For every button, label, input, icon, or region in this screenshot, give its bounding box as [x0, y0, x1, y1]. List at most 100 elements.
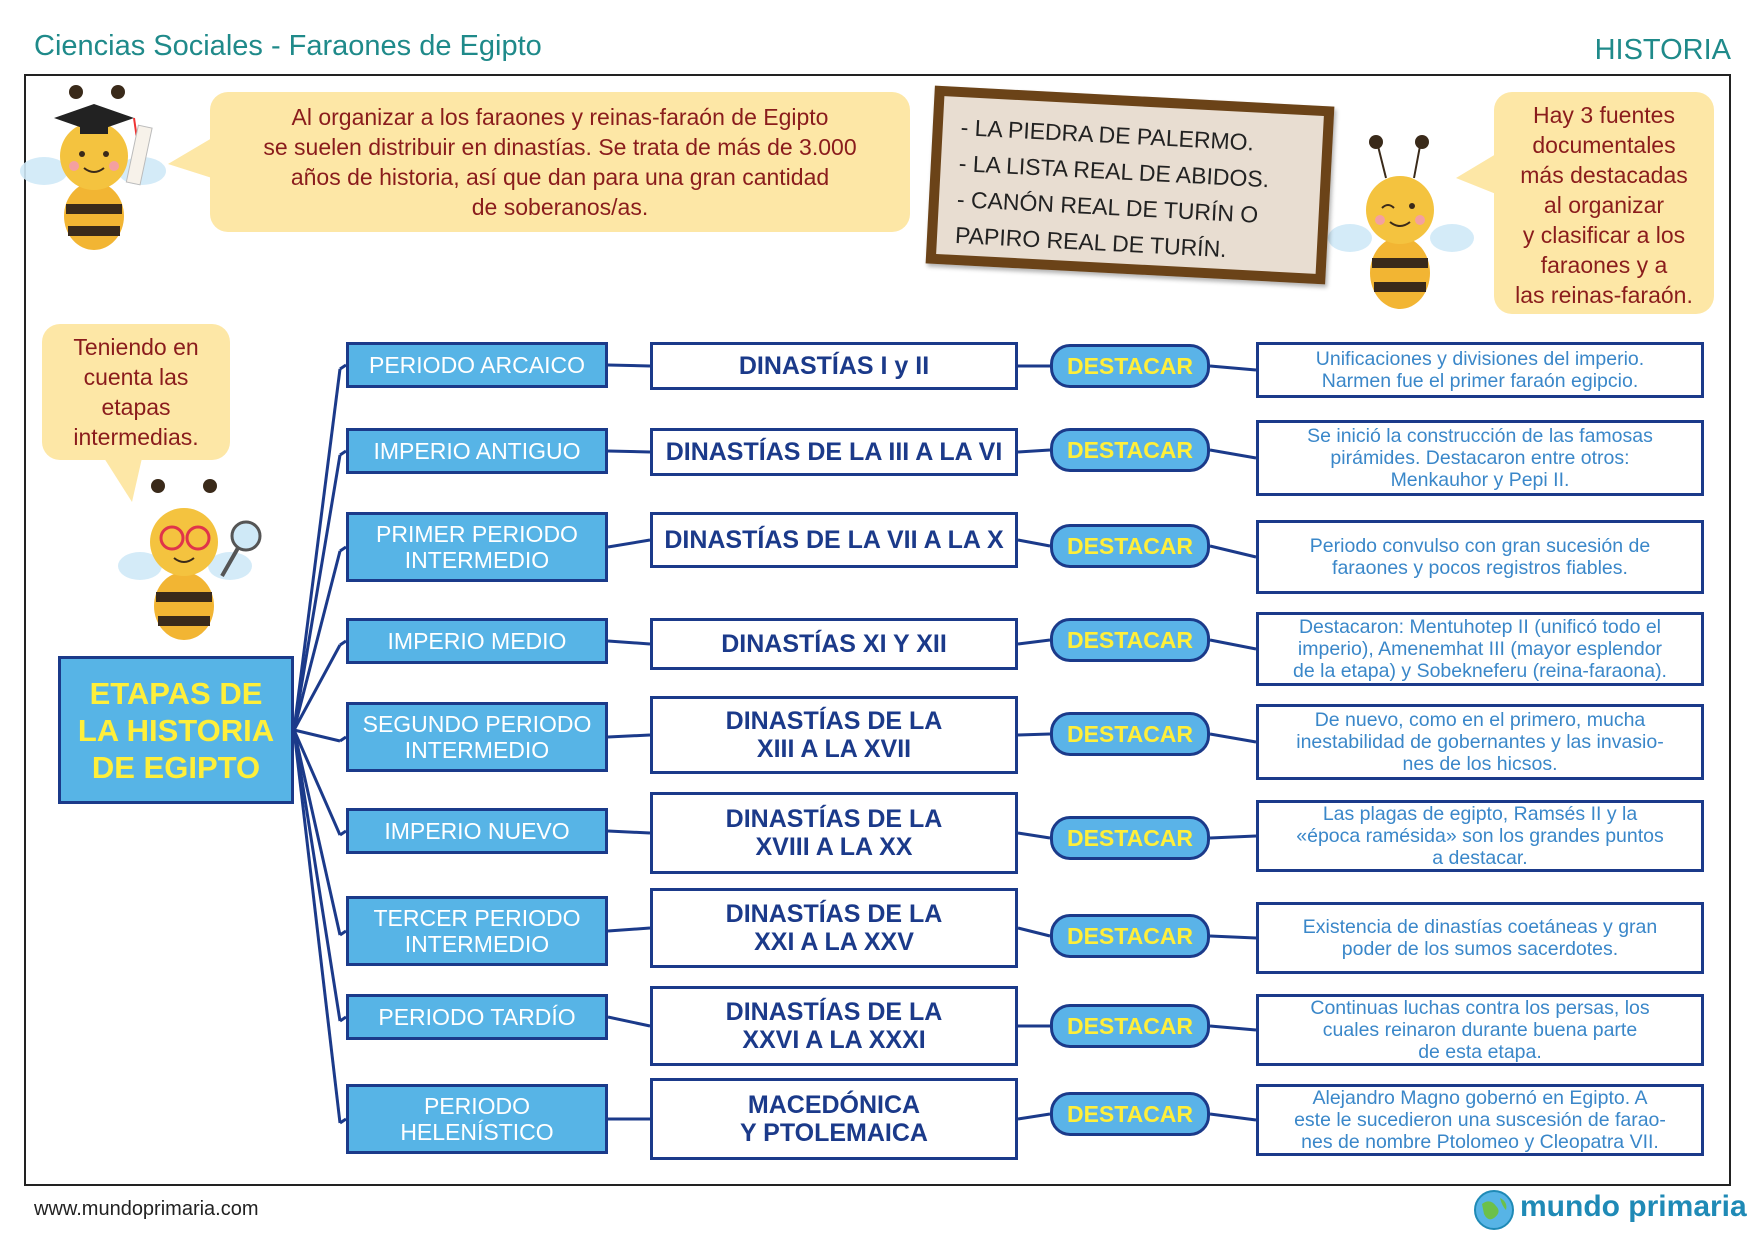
hub-connector: [339, 545, 347, 553]
dynasty-badge-connector: [1017, 831, 1051, 840]
period-name: IMPERIO NUEVO: [384, 818, 570, 844]
intro-line: Al organizar a los faraones y reinas-far…: [291, 104, 829, 130]
period-dynasty-connector: [607, 926, 651, 933]
note-line: Continuas luchas contra los persas, los: [1310, 997, 1650, 1019]
dynasty-name: DINASTÍAS DE LA: [725, 805, 943, 833]
main-node-line: DE EGIPTO: [91, 749, 261, 785]
badge-note-connector: [1209, 732, 1257, 744]
dynasty-name: DINASTÍAS XI Y XII: [721, 630, 947, 658]
highlight-badge: DESTACAR: [1050, 914, 1210, 958]
sources-line: más destacadas: [1520, 162, 1688, 188]
highlight-badge: DESTACAR: [1050, 712, 1210, 756]
period-dynasty-connector: [607, 733, 651, 739]
magnifier-bee-icon: [118, 479, 262, 640]
note-line: poder de los sumos sacerdotes.: [1341, 938, 1619, 960]
note-line: cuales reinaron durante buena parte: [1322, 1019, 1638, 1041]
period-dynasty-connector: [607, 538, 651, 549]
sources-line: y clasificar a los: [1522, 222, 1686, 248]
dynasty-name: DINASTÍAS I y II: [738, 352, 930, 380]
hub-connector: [339, 1117, 347, 1125]
dynasty-badge-connector: [1017, 538, 1051, 548]
intro-line: se suelen distribuir en dinastías. Se tr…: [263, 134, 857, 160]
period-box: PERIODO TARDÍO: [346, 994, 608, 1040]
hub-connector: [292, 644, 342, 731]
hub-connector: [292, 550, 342, 731]
badge-note-connector: [1209, 1024, 1257, 1032]
sources-bubble-tail: [1456, 154, 1496, 194]
period-box: IMPERIO MEDIO: [346, 618, 608, 664]
highlight-badge: DESTACAR: [1050, 1004, 1210, 1048]
note-line: «época ramésida» son los grandes puntos: [1296, 825, 1664, 847]
dynasty-badge-connector: [1017, 1112, 1051, 1121]
content-frame: [24, 74, 1731, 1186]
dynasty-name: DINASTÍAS DE LA VII A LA X: [664, 526, 1004, 554]
hub-connector: [292, 729, 342, 1022]
intermediate-line: cuenta las: [83, 364, 189, 390]
highlight-badge: DESTACAR: [1050, 344, 1210, 388]
period-name: HELENÍSTICO: [400, 1119, 554, 1145]
dynasty-badge-connector: [1017, 732, 1051, 737]
note-line: de la etapa) y Sobekneferu (reina-faraon…: [1293, 660, 1667, 682]
badge-note-connector: [1209, 638, 1257, 651]
dynasty-name: DINASTÍAS DE LA: [725, 707, 943, 735]
dynasty-name: DINASTÍAS DE LA III A LA VI: [665, 438, 1003, 466]
note-line: imperio), Amenemhat III (mayor esplendor: [1297, 638, 1663, 660]
badge-note-connector: [1209, 834, 1257, 840]
hub-connector: [292, 729, 342, 1124]
dynasty-badge-connector: [1017, 448, 1051, 454]
note-line: Destacaron: Mentuhotep II (unificó todo …: [1298, 616, 1662, 638]
highlight-badge: DESTACAR: [1050, 524, 1210, 568]
sources-line: documentales: [1532, 132, 1676, 158]
sources-line: faraones y a: [1540, 252, 1668, 278]
sources-line: las reinas-faraón.: [1515, 282, 1693, 308]
note-line: Existencia de dinastías coetáneas y gran: [1302, 916, 1658, 938]
dynasty-name: Y PTOLEMAICA: [740, 1119, 928, 1147]
intermediate-bubble: Teniendo en cuenta las etapas intermedia…: [42, 324, 230, 460]
period-name: INTERMEDIO: [404, 547, 550, 573]
site-url: www.mundoprimaria.com: [34, 1198, 259, 1220]
period-dynasty-connector: [607, 363, 651, 368]
hub-connector: [339, 735, 347, 743]
dynasty-box: DINASTÍAS DE LA VII A LA X: [650, 512, 1018, 568]
dynasty-name: MACEDÓNICA: [747, 1091, 921, 1119]
period-name: INTERMEDIO: [404, 931, 550, 957]
hub-connector: [293, 728, 341, 743]
note-line: de esta etapa.: [1418, 1041, 1542, 1063]
note-line: este le sucedieron una suscesión de fara…: [1294, 1109, 1666, 1131]
highlight-badge: DESTACAR: [1050, 428, 1210, 472]
waving-bee-icon: [1328, 135, 1474, 309]
note-line: Las plagas de egipto, Ramsés II y la: [1322, 803, 1638, 825]
note-line: nes de nombre Ptolomeo y Cleopatra VII.: [1301, 1131, 1659, 1153]
hub-connector: [292, 368, 342, 731]
sources-board: - LA PIEDRA DE PALERMO. - LA LISTA REAL …: [925, 85, 1335, 285]
dynasty-name: XXI A LA XXV: [754, 928, 914, 956]
period-name: PERIODO TARDÍO: [378, 1004, 576, 1030]
note-line: Se inició la construcción de las famosas: [1307, 425, 1653, 447]
period-box: PERIODO ARCAICO: [346, 342, 608, 388]
period-name: IMPERIO ANTIGUO: [373, 438, 581, 464]
page-title: Ciencias Sociales - Faraones de Egipto: [34, 30, 542, 62]
hub-connector: [339, 929, 347, 937]
period-name: INTERMEDIO: [404, 737, 550, 763]
period-name: PERIODO: [423, 1093, 531, 1119]
sources-bubble: Hay 3 fuentes documentales más destacada…: [1494, 92, 1714, 314]
badge-note-connector: [1209, 544, 1257, 559]
note-line: Periodo convulso con gran sucesión de: [1309, 535, 1651, 557]
intermediate-line: etapas: [101, 394, 171, 420]
hub-connector: [292, 454, 342, 731]
note-box: Se inició la construcción de las famosas…: [1256, 420, 1704, 496]
note-line: faraones y pocos registros fiables.: [1332, 557, 1628, 579]
period-name: SEGUNDO PERIODO: [362, 711, 592, 737]
dynasty-box: DINASTÍAS I y II: [650, 342, 1018, 390]
highlight-badge: DESTACAR: [1050, 1092, 1210, 1136]
intermediate-line: intermedias.: [73, 424, 199, 450]
